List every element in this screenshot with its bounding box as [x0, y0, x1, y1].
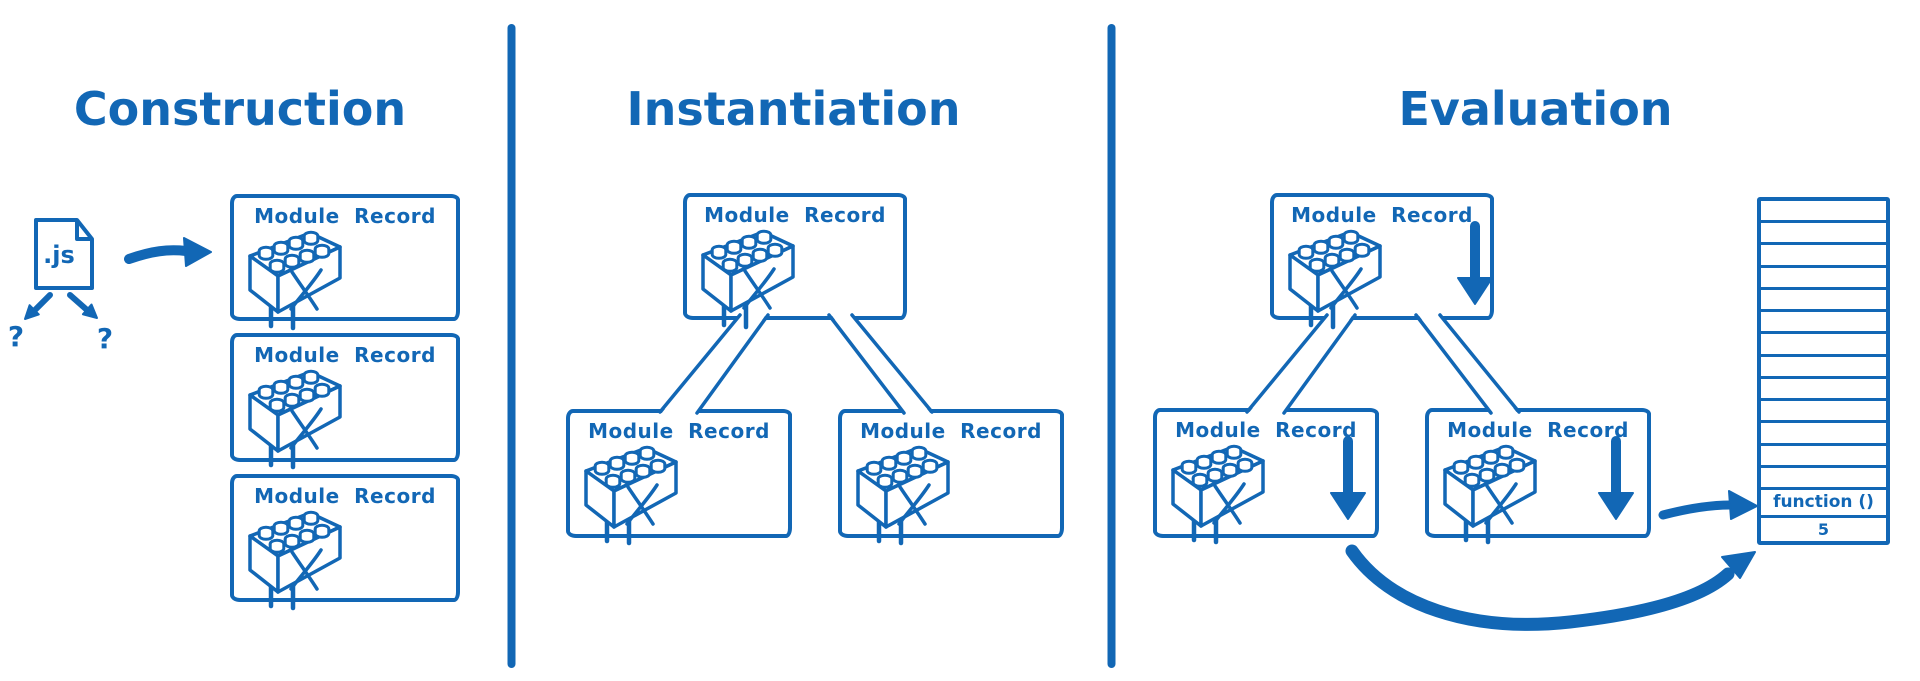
construction-module-record-3: Module Record — [230, 474, 460, 602]
memory-row — [1761, 375, 1886, 398]
instantiation-child-module-record-left: Module Record — [566, 409, 792, 538]
evaluation-connector-right — [1414, 313, 1521, 415]
memory-row — [1761, 331, 1886, 353]
question-mark-left: ? — [8, 320, 24, 353]
evaluation-title: Evaluation — [1398, 82, 1673, 136]
construction-module-record-2: Module Record — [230, 333, 460, 462]
record-to-memory-arrow — [1658, 490, 1758, 520]
construction-module-record-1: Module Record — [230, 194, 460, 321]
instantiation-connector-left — [658, 313, 770, 415]
memory-row — [1761, 220, 1886, 242]
unresolved-arrow-right — [67, 292, 98, 319]
memory-row — [1761, 353, 1886, 376]
memory-value-cell: 5 — [1761, 515, 1886, 541]
memory-row — [1761, 201, 1886, 220]
evaluation-child-module-record-right: Module Record — [1425, 408, 1651, 538]
instantiation-child-module-record-right: Module Record — [838, 409, 1064, 538]
module-record-label: Module Record — [254, 204, 436, 228]
memory-column: function () 5 — [1757, 197, 1890, 545]
js-file-label: .js — [43, 241, 75, 269]
memory-row — [1761, 398, 1886, 420]
file-fold-icon — [75, 220, 92, 241]
module-record-label: Module Record — [1447, 418, 1629, 442]
evaluation-connector-left — [1245, 313, 1357, 415]
memory-row — [1761, 309, 1886, 331]
memory-row — [1761, 242, 1886, 264]
evaluation-child-module-record-left: Module Record — [1153, 408, 1379, 538]
execution-order-arrow — [1345, 544, 1756, 631]
evaluation-parent-module-record: Module Record — [1270, 193, 1494, 320]
memory-row — [1761, 264, 1886, 287]
js-file-icon: .js — [34, 218, 94, 290]
instantiation-connector-right — [827, 313, 934, 415]
module-record-label: Module Record — [1175, 418, 1357, 442]
module-record-label: Module Record — [704, 203, 886, 227]
memory-row — [1761, 286, 1886, 309]
module-record-label: Module Record — [860, 419, 1042, 443]
instantiation-title: Instantiation — [626, 82, 961, 136]
module-record-label: Module Record — [588, 419, 770, 443]
unresolved-arrow-left — [24, 292, 53, 320]
file-to-records-arrow — [124, 237, 212, 267]
memory-row — [1761, 420, 1886, 442]
memory-function-cell: function () — [1761, 487, 1886, 515]
module-record-label: Module Record — [254, 484, 436, 508]
module-record-label: Module Record — [254, 343, 436, 367]
memory-empty-rows — [1761, 201, 1886, 487]
memory-row — [1761, 464, 1886, 487]
construction-title: Construction — [73, 82, 407, 136]
module-record-label: Module Record — [1291, 203, 1473, 227]
instantiation-parent-module-record: Module Record — [683, 193, 907, 320]
memory-row — [1761, 442, 1886, 465]
question-mark-right: ? — [97, 322, 113, 355]
